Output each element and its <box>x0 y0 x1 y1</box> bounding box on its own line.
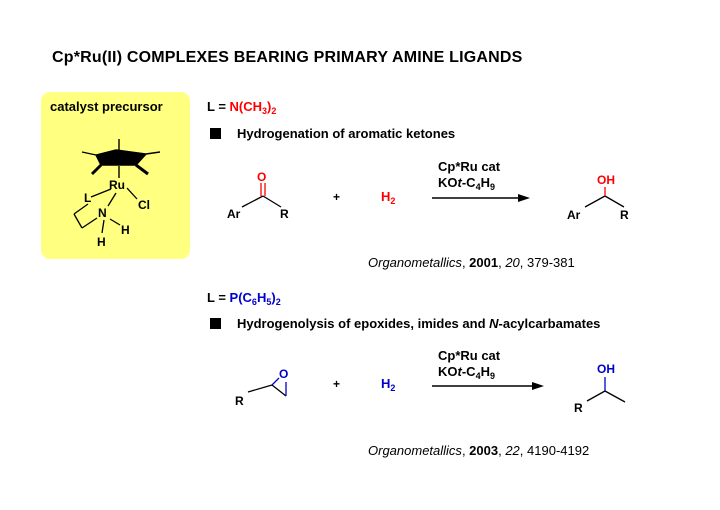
catalyst-precursor-panel <box>41 92 190 259</box>
ru-chelate-bonds <box>73 187 138 234</box>
plus-sign-2: + <box>333 377 341 391</box>
h2-reagent-1: H2 <box>381 189 396 206</box>
alcohol-oh-label: OH <box>597 173 615 187</box>
section-heading-2: Hydrogenolysis of epoxides, imides and N… <box>237 316 601 331</box>
reaction-arrow-2 <box>432 382 544 390</box>
l-atom-label: L <box>84 191 92 205</box>
citation-1: Organometallics, 2001, 20, 379-381 <box>368 255 575 270</box>
ketone-r-label: R <box>280 207 289 221</box>
epoxide-structure <box>247 377 287 397</box>
plus-sign-1: + <box>333 190 341 204</box>
ru-atom-label: Ru <box>109 178 125 192</box>
h2-reagent-2: H2 <box>381 376 396 393</box>
page-title: Cp*Ru(II) COMPLEXES BEARING PRIMARY AMIN… <box>52 49 523 66</box>
product-r-label: R <box>574 401 583 415</box>
conditions-line1-r1: Cp*Ru cat <box>438 159 501 174</box>
cl-atom-label: Cl <box>138 198 150 212</box>
alcohol-r-label: R <box>620 208 629 222</box>
cp-star-ring <box>81 139 161 178</box>
conditions-line1-r2: Cp*Ru cat <box>438 348 501 363</box>
alcohol-structure <box>584 187 625 208</box>
ligand-label-1: L = N(CH3)2 <box>207 99 277 116</box>
ketone-ar-label: Ar <box>227 207 241 221</box>
bullet-1 <box>210 128 221 139</box>
epoxide-r-label: R <box>235 394 244 408</box>
conditions-line2-r2: KOt-C4H9 <box>438 364 495 381</box>
product-oh-label: OH <box>597 362 615 376</box>
ketone-structure <box>241 183 282 208</box>
citation-2: Organometallics, 2003, 22, 4190-4192 <box>368 443 590 458</box>
n-atom-label: N <box>98 206 107 220</box>
secondary-alcohol-structure <box>586 377 626 403</box>
reaction-arrow-1 <box>432 194 530 202</box>
ketone-oxygen-label: O <box>257 170 267 184</box>
bullet-2 <box>210 318 221 329</box>
h-atom-label-2: H <box>97 235 106 249</box>
conditions-line2-r1: KOt-C4H9 <box>438 175 495 192</box>
epoxide-oxygen-label: O <box>279 367 289 381</box>
panel-label: catalyst precursor <box>50 99 163 114</box>
section-heading-1: Hydrogenation of aromatic ketones <box>237 126 456 141</box>
alcohol-ar-label: Ar <box>567 208 581 222</box>
ligand-label-2: L = P(C6H5)2 <box>207 290 281 307</box>
h-atom-label-1: H <box>121 223 130 237</box>
